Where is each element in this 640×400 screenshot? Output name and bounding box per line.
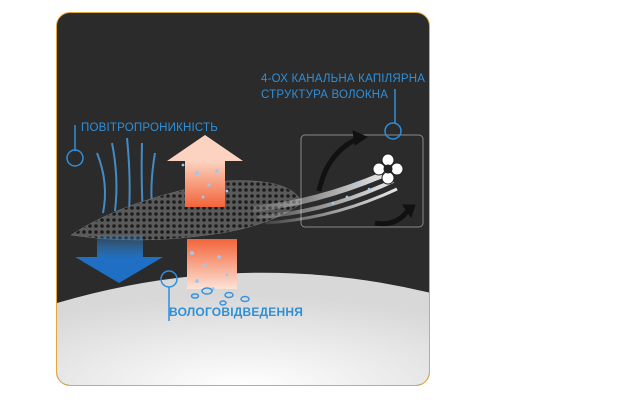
skin-surface bbox=[57, 272, 429, 385]
heat-flow-arrow bbox=[167, 135, 243, 207]
breathability-label: ПОВІТРОПРОНИКНІСТЬ bbox=[81, 122, 218, 134]
callout-breathability bbox=[66, 125, 84, 167]
callout-moisture bbox=[160, 270, 178, 321]
fiber-strands bbox=[252, 170, 398, 225]
heat-flow-arrow-lower bbox=[187, 239, 237, 289]
droplets bbox=[190, 287, 250, 306]
fabric-diagram bbox=[57, 89, 429, 385]
callout-capillary bbox=[384, 89, 402, 140]
air-flow-arrow bbox=[75, 235, 163, 283]
capillary-structure-label: 4-ОХ КАНАЛЬНА КАПІЛЯРНА СТРУКТУРА ВОЛОКН… bbox=[261, 71, 425, 103]
capillary-label-line2: СТРУКТУРА ВОЛОКНА bbox=[261, 89, 389, 101]
moisture-wicking-label: ВОЛОГОВІДВЕДЕННЯ bbox=[169, 305, 304, 319]
moisture-dots bbox=[181, 163, 229, 291]
four-channel-fiber-icon bbox=[372, 153, 404, 185]
capillary-label-line1: 4-ОХ КАНАЛЬНА КАПІЛЯРНА bbox=[261, 73, 426, 85]
fiber-moisture-dots bbox=[331, 181, 371, 205]
capillary-arrows bbox=[316, 130, 416, 227]
diagram-panel: ПОВІТРОПРОНИКНІСТЬ 4-ОХ КАНАЛЬНА КАПІЛЯР… bbox=[56, 12, 430, 386]
